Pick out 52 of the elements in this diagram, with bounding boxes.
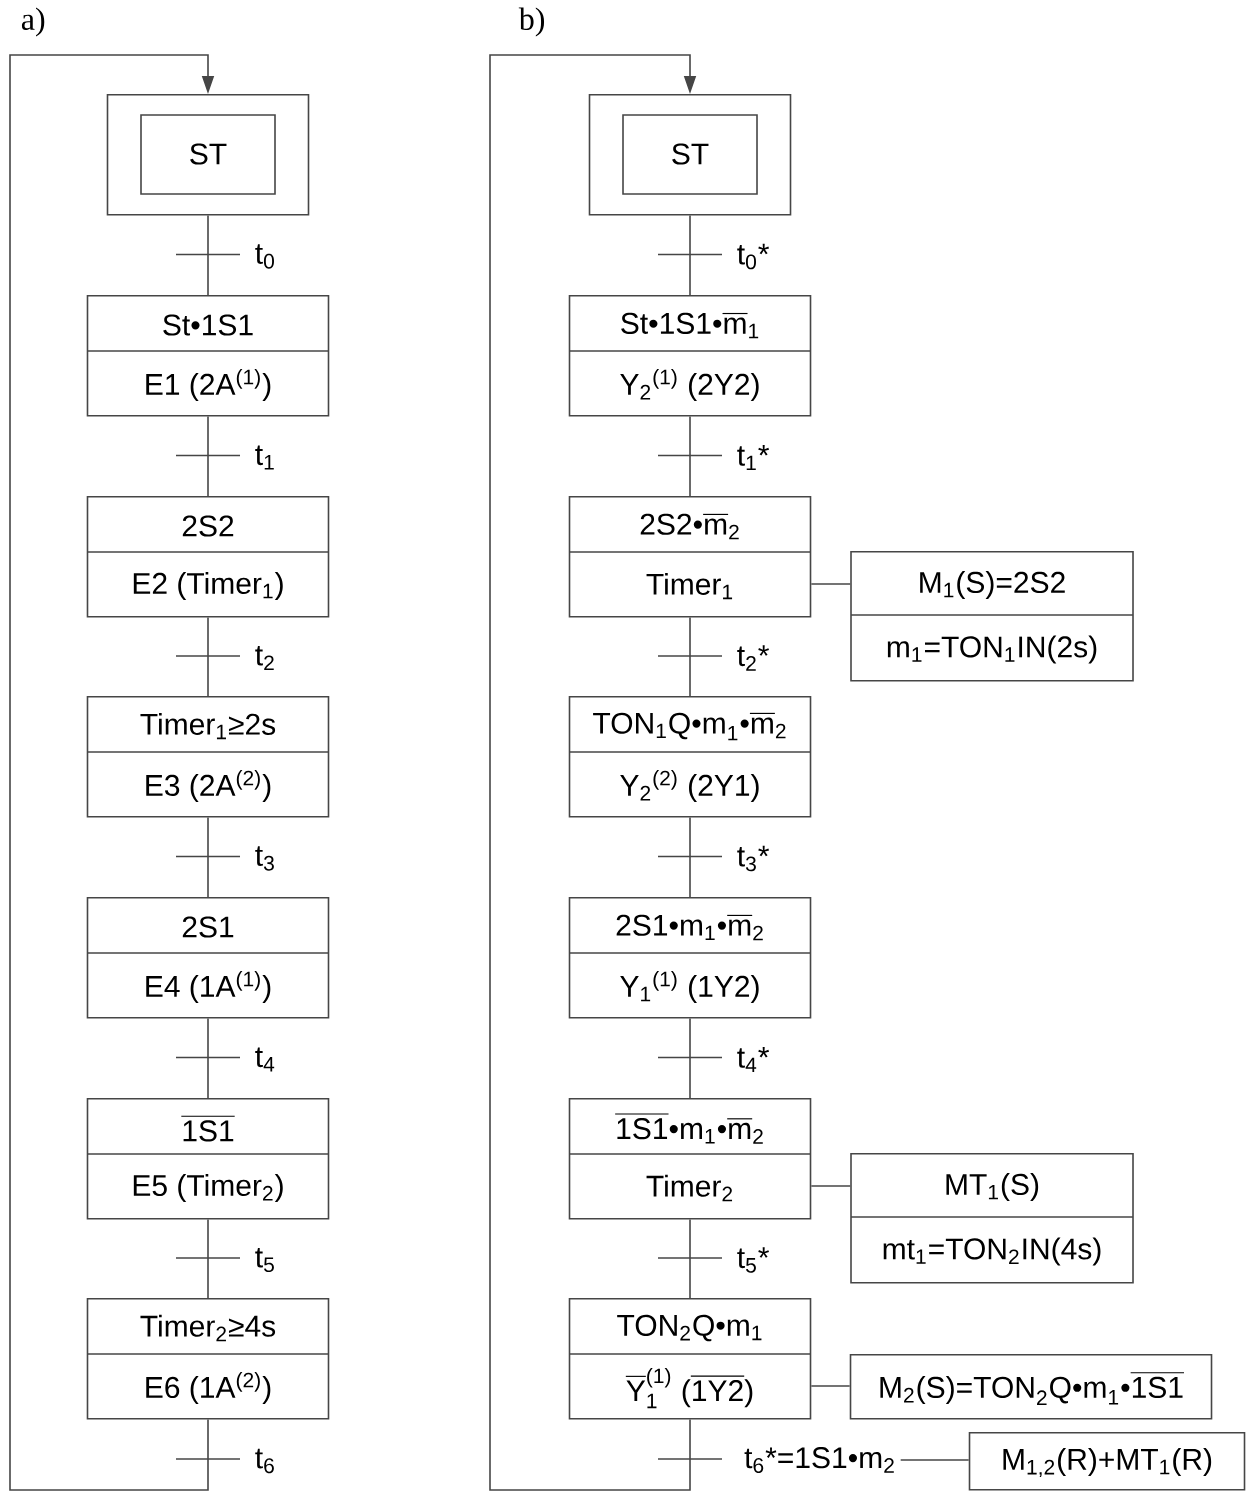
connector: [810, 1385, 851, 1387]
connector: [899, 1459, 970, 1461]
step-box: Timer$_{1}$≥2s E3 (2A$^{(2)}$): [86, 696, 330, 818]
connector: [689, 1218, 691, 1299]
transition-label: t$_{1}$: [255, 445, 274, 470]
connector: [9, 54, 215, 1491]
action-box: $\text{M}_{\text{2}}\text{(S)=TON}_{\text{2}}\text{Q•m}_{\text{1}}\text{•}\overline{\text{1S1}}$: [849, 1354, 1213, 1420]
step-box: $\overline{\text{1S1}}$ E5 (Timer$_{2}$): [86, 1098, 330, 1220]
step-box: $\text{2S1•m}_{\text{1}}\text{•}\overline{\text{m}}_{\text{2}}$ Y$_{1}$$^{(1)}$ (1Y2): [568, 897, 812, 1019]
step-box: Timer$_{2}$≥4s E6 (1A$^{(2)}$): [86, 1298, 330, 1420]
action-box: M$_{1}$(S)=2S2 m$_{1}$=TON$_{1}$IN(2s): [850, 551, 1134, 682]
connector: [689, 1017, 691, 1099]
action-box: MT$_{1}$(S) mt$_{1}$=TON$_{2}$IN(4s): [850, 1153, 1134, 1284]
connector: [689, 415, 691, 497]
connector: [689, 616, 691, 697]
connector: [489, 54, 697, 1491]
connector: [207, 1218, 209, 1299]
transition-label: t$_{4}$*: [737, 1046, 769, 1073]
step-box: $\text{St•1S1•}\overline{\text{m}}_{\text{1}}$ Y$_{2}$$^{(1)}$ (2Y2): [568, 295, 812, 417]
step-box: St•1S1 E1 (2A$^{(1)}$): [86, 295, 330, 417]
transition-label: t$_{6}$: [255, 1448, 274, 1474]
transition-label: t$_{3}$: [255, 846, 274, 871]
transition-label: t$_{1}$*: [737, 444, 769, 471]
connector: [207, 816, 209, 898]
transition-label: t$_{0}$: [255, 244, 274, 269]
connector: [207, 214, 209, 296]
transition-label: t$_{2}$*: [737, 645, 769, 671]
initial-step-box: ST: [588, 94, 792, 216]
step-box: $\overline{\text{1S1}}\text{•m}_{\text{1}}\text{•}\overline{\text{m}}_{\text{2}}$ Timer$_{2}$: [568, 1098, 812, 1220]
step-box: 2S2 E2 (Timer$_{1}$): [86, 496, 330, 618]
transition-label: t$_{5}$*: [737, 1247, 769, 1273]
step-box: $\text{2S2•}\overline{\text{m}}_{\text{2}}$ Timer$_{1}$: [568, 496, 812, 618]
transition-label: t$_{4}$: [255, 1047, 275, 1072]
transition-label: t$_{2}$: [255, 645, 274, 671]
connector: [207, 616, 209, 697]
connector: [810, 1185, 851, 1187]
panel-label: a): [21, 7, 45, 37]
connector: [689, 214, 691, 296]
action-box: M$_{1,2}$(R)+MT$_{1}$(R): [968, 1432, 1246, 1491]
connector: [207, 415, 209, 497]
transition-label: t$_{3}$*: [737, 845, 769, 872]
connector: [207, 1017, 209, 1099]
connector: [810, 583, 851, 585]
transition-label: t$_{5}$: [255, 1247, 274, 1273]
initial-step-box: ST: [106, 94, 310, 216]
connector: [689, 816, 691, 898]
transition-label: t$_{6}$*=1S1•m$_{2}$: [744, 1447, 894, 1473]
step-box: $\text{TON}_{\text{1}}\text{Q•m}_{\text{1}}\text{•}\overline{\text{m}}_{\text{2}}$ Y$_{2}$$^{(2)}$ (2Y1): [568, 696, 812, 818]
step-box: TON$_{2}$Q•m$_{1}$ $\overline{\text{Y}}_{\text{1}}^{\text{(1)}}\text{ (}\overline{\text{1Y2}}\text{)}$: [568, 1298, 812, 1420]
panel-label: b): [518, 7, 545, 37]
step-box: 2S1 E4 (1A$^{(1)}$): [86, 897, 330, 1019]
transition-label: t$_{0}$*: [737, 243, 769, 270]
